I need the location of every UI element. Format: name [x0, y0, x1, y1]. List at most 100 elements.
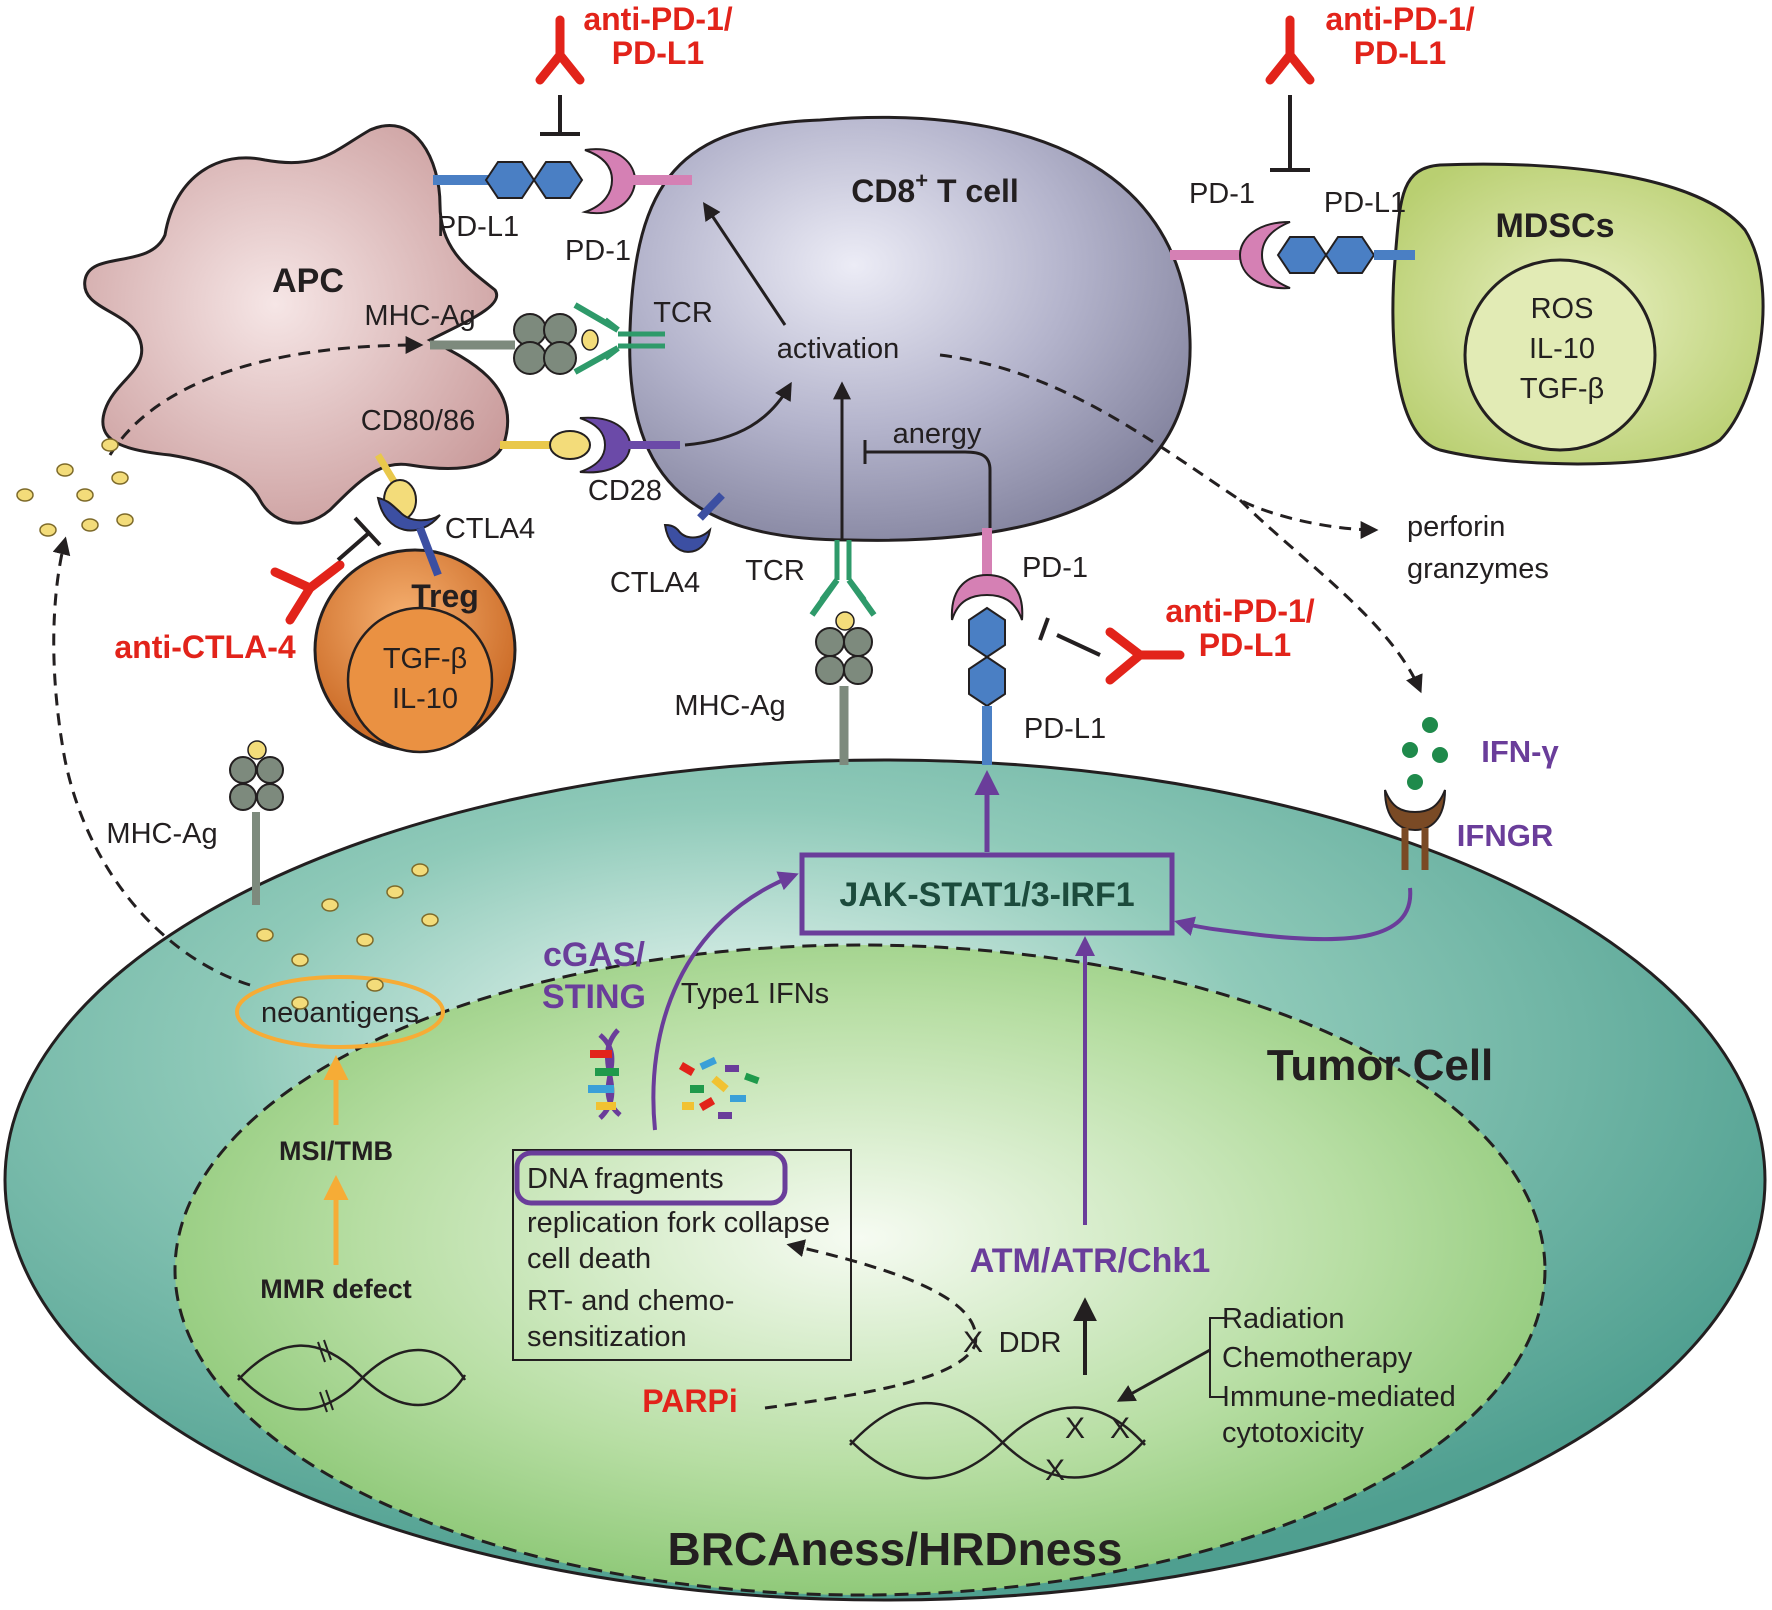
anergy-label: anergy: [893, 418, 982, 450]
cd28-label: CD28: [588, 475, 662, 507]
ctla4-tcell-receptor: [663, 492, 725, 553]
dna-consequences-box: [512, 1149, 852, 1361]
neoantigens-ellipse: [235, 975, 445, 1049]
perforin-path: [939, 353, 1379, 539]
activation-label: activation: [777, 333, 900, 365]
pd1-anergy-inhibition: [865, 450, 992, 540]
treg-label: Treg: [411, 578, 479, 614]
tcr-tumor-label: TCR: [745, 555, 805, 587]
mhc-ag-left-label: MHC-Ag: [106, 818, 217, 850]
pdl1-apc-label: PD-L1: [437, 211, 519, 243]
anti-pd1-right-line1: anti-PD-1/: [1325, 1, 1474, 37]
mdsc-label: MDSCs: [1495, 207, 1614, 245]
pdl1-mdsc-receptor: [1276, 236, 1415, 274]
treg-vesicle: [346, 606, 494, 754]
pd1-tumor-receptor: [950, 528, 1024, 621]
ddr-label: DDR: [999, 1327, 1062, 1359]
treg-factor-tgfb: TGF-β: [383, 643, 467, 675]
parpi-ddr-path: [764, 1239, 978, 1410]
cd28-to-activation-arrow: [684, 381, 792, 447]
msi-tmb-label: MSI/TMB: [279, 1136, 393, 1166]
pd1-tumor-label: PD-1: [1022, 552, 1088, 584]
parpi-label: PARPi: [642, 1383, 737, 1419]
mmr-dna-icon: [237, 1339, 467, 1413]
pdl1-apc-receptor: [433, 161, 584, 199]
ifn-gamma-label: IFN-γ: [1481, 734, 1559, 769]
tcr-apc-label: TCR: [653, 297, 713, 329]
dna-fragments-icon: [588, 1028, 760, 1120]
jak-stat-label: JAK-STAT1/3-IRF1: [839, 876, 1134, 914]
nucleus-label: BRCAness/HRDness: [667, 1523, 1122, 1575]
mdsc-vesicle: [1463, 258, 1657, 452]
nucleus: [173, 943, 1547, 1597]
mhc-ag-apc-label: MHC-Ag: [364, 300, 475, 332]
dna-box-line1: DNA fragments: [527, 1163, 724, 1195]
ifn-gamma-molecules: [1402, 717, 1448, 790]
anti-pd1-antibody-top: [535, 15, 585, 136]
pd1-mdsc-label: PD-1: [1189, 178, 1255, 210]
mmr-defect-label: MMR defect: [260, 1274, 412, 1304]
ifngr-receptor: [1384, 789, 1446, 870]
tcr-tumor-receptor: [809, 540, 877, 617]
anti-ctla4-antibody: [270, 516, 382, 625]
stress-immune-line2: cytotoxicity: [1222, 1417, 1364, 1449]
cd8-t-cell-label: CD8+ T cell: [851, 168, 1019, 209]
ctla4-tcell-label: CTLA4: [610, 567, 700, 599]
mhc-ag-apc-receptor: [430, 313, 599, 375]
granzymes-label: granzymes: [1407, 553, 1549, 585]
mhc-ag-tumor-receptor: [815, 611, 873, 765]
damaged-dna-icon: X X X: [849, 1401, 1146, 1487]
pd1-apc-label: PD-1: [565, 235, 631, 267]
pdl1-mdsc-label: PD-L1: [1324, 187, 1406, 219]
mhc-ag-left-receptor: [229, 740, 284, 905]
sting-label: STING: [542, 978, 646, 1016]
cd80-86-label: CD80/86: [361, 405, 475, 437]
apc-internal-path: [108, 336, 424, 456]
svg-text:X: X: [1065, 1412, 1085, 1445]
mdsc-factor-ros: ROS: [1531, 293, 1594, 325]
anti-pd1-right-line2: PD-L1: [1354, 35, 1446, 71]
cgas-label: cGAS/: [543, 936, 646, 974]
anti-pd1-top-line2: PD-L1: [612, 35, 704, 71]
ifngr-to-jak-arrow: [1174, 887, 1413, 942]
ddr-x-mark: X: [963, 1326, 983, 1359]
cd28-receptor: [579, 416, 680, 474]
neoantigen-particles: [256, 863, 439, 1010]
dna-box-line3: cell death: [527, 1243, 651, 1275]
anti-ctla4-label: anti-CTLA-4: [114, 629, 296, 665]
svg-text:X: X: [1045, 1454, 1065, 1487]
dna-box-line4: RT- and chemo-: [527, 1285, 734, 1317]
pd1-apc-receptor: [581, 148, 692, 215]
dna-fragments-highlight: [514, 1150, 788, 1206]
stress-radiation: Radiation: [1222, 1303, 1345, 1335]
ifngr-label: IFNGR: [1457, 818, 1553, 853]
jak-stat-box: [799, 852, 1175, 936]
cd8-t-cell: [628, 115, 1192, 542]
dna-box-line2: replication fork collapse: [527, 1207, 830, 1239]
anti-pd1-top-line1: anti-PD-1/: [583, 1, 732, 37]
type1-ifns-label: Type1 IFNs: [681, 978, 829, 1010]
damage-sources-bracket: [1116, 1317, 1225, 1402]
tcr-apc-receptor: [573, 302, 665, 375]
apc-cell: [83, 123, 510, 525]
treg-factor-il10: IL-10: [392, 683, 458, 715]
mdsc-factor-il10: IL-10: [1529, 333, 1595, 365]
ctla4-treg-receptor: [376, 496, 442, 577]
cd80-86-receptor: [500, 430, 591, 460]
svg-text:X: X: [1110, 1412, 1130, 1445]
atm-label: ATM/ATR/Chk1: [970, 1242, 1211, 1280]
pdl1-tumor-label: PD-L1: [1024, 713, 1106, 745]
tumor-cell-label: Tumor Cell: [1267, 1041, 1494, 1090]
mdsc-factor-tgfb: TGF-β: [1520, 373, 1604, 405]
antigen-particles-outside: [16, 438, 134, 537]
stress-immune-line1: Immune-mediated: [1222, 1381, 1456, 1413]
neoantigens-label: neoantigens: [261, 997, 419, 1029]
anti-pd1-mid-line2: PD-L1: [1199, 627, 1291, 663]
pdl1-tumor-receptor: [968, 606, 1006, 765]
perforin-label: perforin: [1407, 511, 1505, 543]
cgas-to-jak-arrow: [651, 871, 799, 1131]
anti-pd1-antibody-mid: [1038, 617, 1185, 685]
ctla4-treg-label: CTLA4: [445, 513, 535, 545]
